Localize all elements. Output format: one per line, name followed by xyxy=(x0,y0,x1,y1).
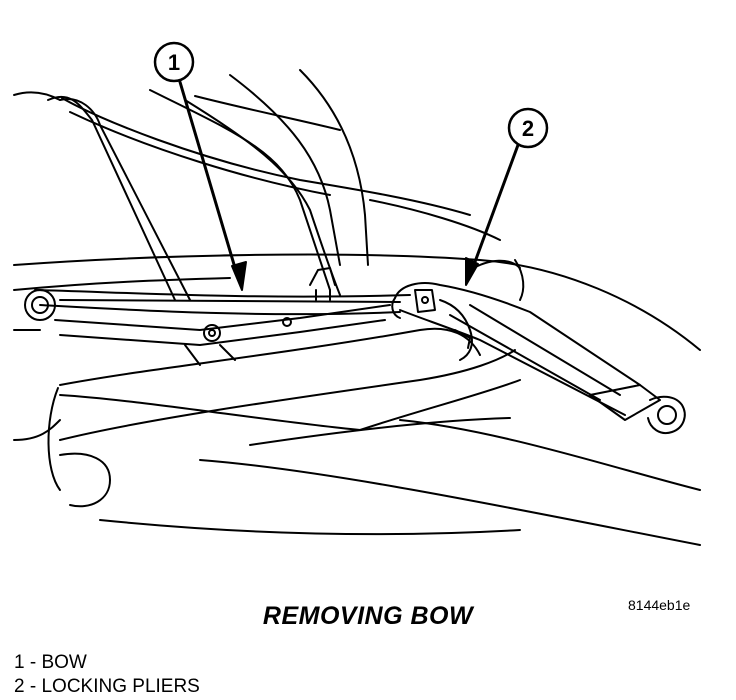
legend: 1 - BOW 2 - LOCKING PLIERS xyxy=(14,651,200,699)
side-rail xyxy=(47,327,521,508)
legend-label: LOCKING PLIERS xyxy=(41,676,200,697)
locking-pliers xyxy=(391,282,686,434)
callout-2-number: 2 xyxy=(522,116,534,141)
legend-separator: - xyxy=(24,676,42,697)
figure-reference-code: 8144eb1e xyxy=(628,597,691,613)
callout-1-number: 1 xyxy=(168,50,180,75)
legend-label: BOW xyxy=(41,652,87,673)
hinge-linkage xyxy=(54,304,391,366)
callout-2: 2 xyxy=(507,107,549,149)
technical-illustration: 1 2 xyxy=(13,41,701,546)
vehicle-body-outline xyxy=(13,91,701,546)
legend-item: 2 - LOCKING PLIERS xyxy=(14,675,200,699)
callout-leaders xyxy=(178,80,520,291)
legend-item: 1 - BOW xyxy=(14,651,200,675)
roof-frame-bows xyxy=(47,69,501,301)
legend-separator: - xyxy=(24,652,42,673)
callout-1: 1 xyxy=(153,41,195,83)
figure-caption: REMOVING BOW xyxy=(262,602,474,630)
legend-number: 1 xyxy=(14,652,25,673)
legend-number: 2 xyxy=(14,676,25,697)
bow xyxy=(24,267,411,321)
